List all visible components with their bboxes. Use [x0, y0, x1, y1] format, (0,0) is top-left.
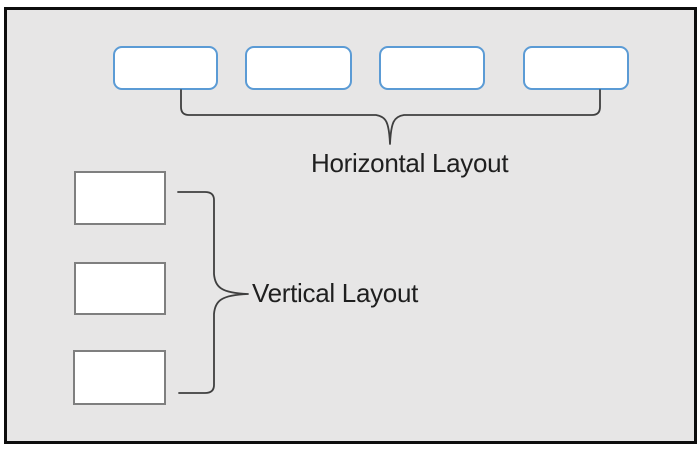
vertical-layout-box [74, 171, 166, 225]
horizontal-layout-box [245, 46, 352, 90]
vertical-layout-box [74, 262, 166, 315]
horizontal-layout-box [523, 46, 629, 90]
vertical-layout-label: Vertical Layout [252, 278, 419, 308]
vertical-layout-box [73, 350, 166, 405]
horizontal-layout-box [379, 46, 485, 90]
horizontal-layout-box [113, 46, 218, 90]
horizontal-layout-label: Horizontal Layout [311, 148, 509, 178]
